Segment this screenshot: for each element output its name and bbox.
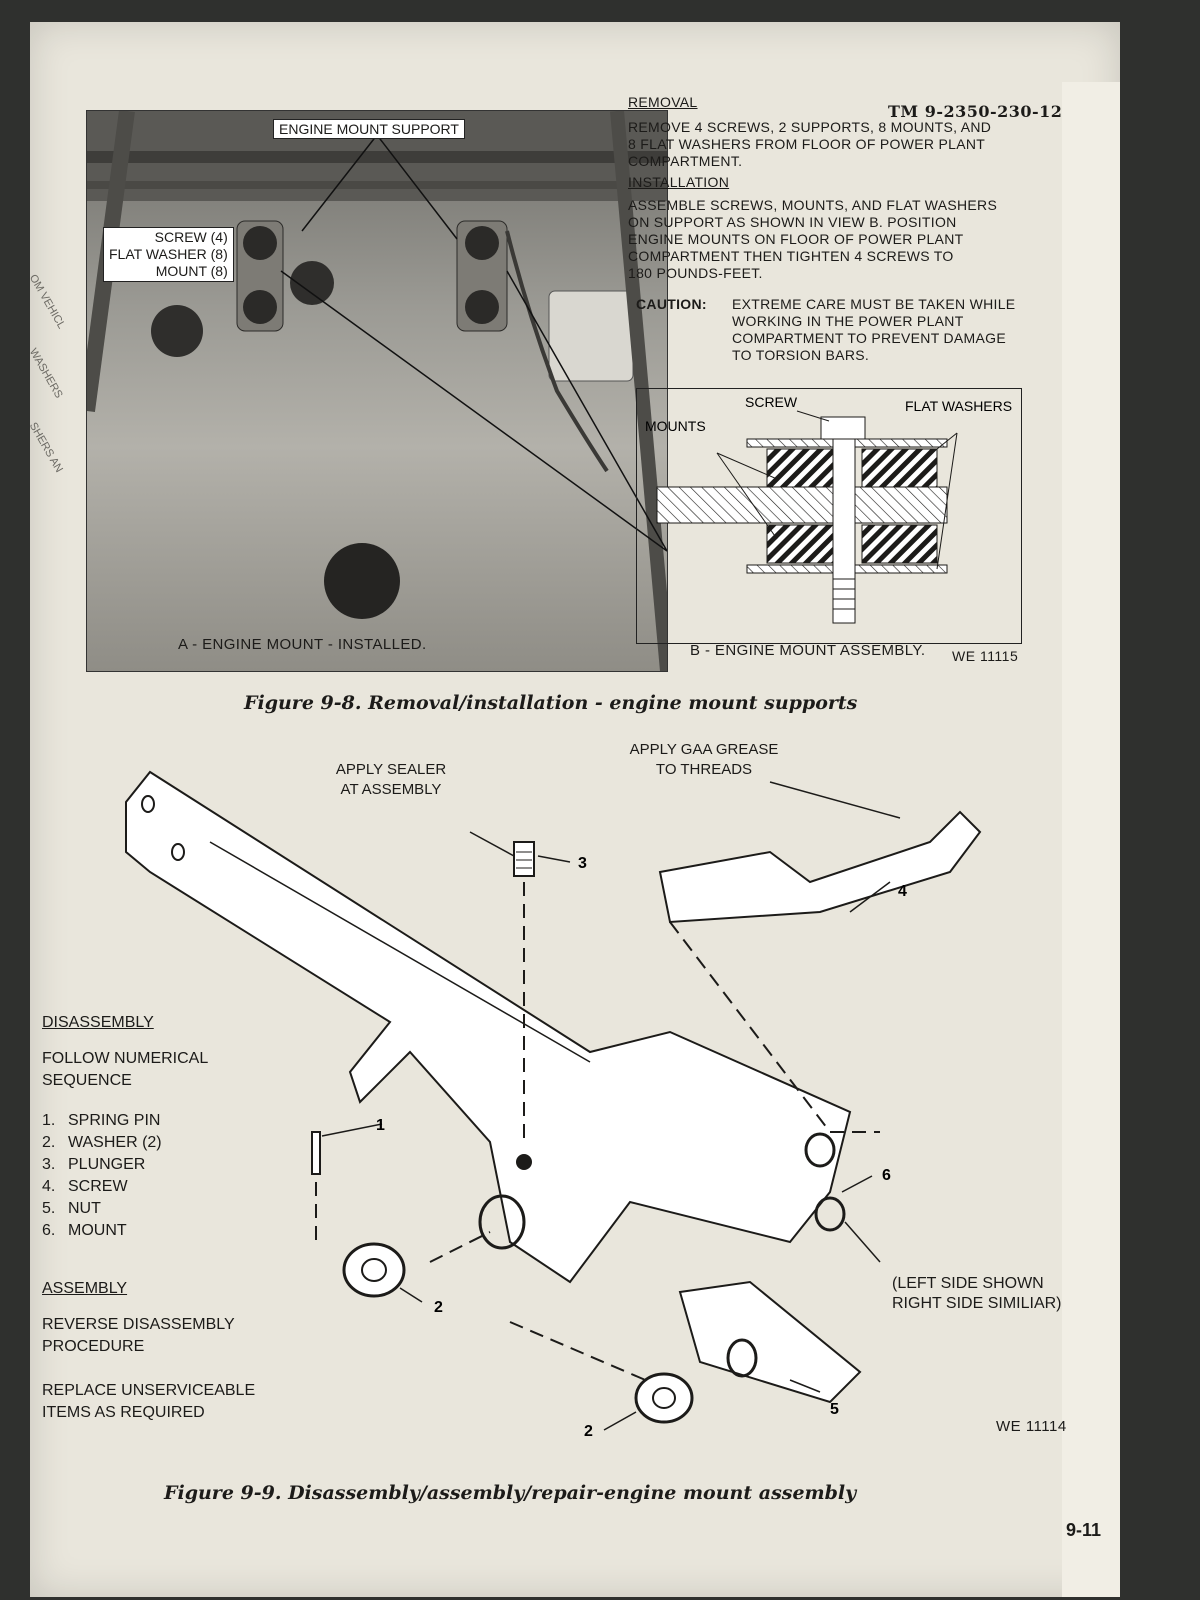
- photo-scene: [87, 111, 667, 671]
- callout-apply-sealer: APPLY SEALER AT ASSEMBLY: [335, 761, 447, 798]
- view-b-frame: SCREW FLAT WASHERS MOUNTS: [636, 388, 1022, 644]
- engine-mount-photo: ENGINE MOUNT SUPPORT SCREW (4) FLAT WASH…: [86, 110, 668, 672]
- figure-9-9-caption: Figure 9-9. Disassembly/assembly/repair-…: [164, 1482, 857, 1504]
- part-number-6: 6: [882, 1167, 891, 1184]
- label-parts-stack: SCREW (4) FLAT WASHER (8) MOUNT (8): [103, 227, 234, 282]
- caution-text: EXTREME CARE MUST BE TAKEN WHILE WORKING…: [732, 296, 1016, 363]
- list-item: 3.PLUNGER: [42, 1156, 146, 1173]
- manual-page: OM VEHICL WASHERS SHERS AN TM 9-2350-230…: [30, 22, 1120, 1597]
- part-number-2b: 2: [584, 1423, 593, 1440]
- bleed-through-text: OM VEHICL WASHERS SHERS AN: [30, 272, 68, 475]
- callout-apply-grease: APPLY GAA GREASE TO THREADS: [629, 741, 779, 778]
- caution-label: CAUTION:: [636, 296, 707, 312]
- label-flat-washer: FLAT WASHER (8): [109, 246, 228, 262]
- figure-9-8-caption: Figure 9-8. Removal/installation - engin…: [244, 692, 858, 714]
- disassembly-intro: FOLLOW NUMERICAL SEQUENCE: [42, 1050, 209, 1089]
- label-mount: MOUNT (8): [155, 263, 228, 279]
- label-screw: SCREW (4): [154, 229, 228, 245]
- part-number-5: 5: [830, 1401, 839, 1418]
- part-number-1: 1: [376, 1117, 385, 1134]
- part-number-4: 4: [898, 883, 907, 900]
- list-item: 2.WASHER (2): [42, 1134, 162, 1151]
- we-code-9-9: WE 11114: [996, 1418, 1067, 1435]
- removal-text: REMOVE 4 SCREWS, 2 SUPPORTS, 8 MOUNTS, A…: [628, 119, 992, 169]
- view-b-mounts-label: MOUNTS: [645, 418, 706, 434]
- view-b-screw-label: SCREW: [745, 394, 798, 410]
- replace-text: REPLACE UNSERVICEABLE ITEMS AS REQUIRED: [42, 1382, 256, 1421]
- installation-text: ASSEMBLE SCREWS, MOUNTS, AND FLAT WASHER…: [628, 197, 998, 281]
- view-b-diagram: SCREW FLAT WASHERS MOUNTS: [645, 394, 1012, 624]
- parts-list: 1.SPRING PIN 2.WASHER (2) 3.PLUNGER 4.SC…: [42, 1110, 262, 1242]
- page-stack-edge: [1062, 82, 1120, 1597]
- list-item: 6.MOUNT: [42, 1222, 127, 1239]
- caution-block: CAUTION: EXTREME CARE MUST BE TAKEN WHIL…: [628, 296, 1048, 364]
- removal-heading: REMOVAL: [628, 94, 698, 110]
- label-engine-mount-support: ENGINE MOUNT SUPPORT: [273, 119, 465, 139]
- list-item: 1.SPRING PIN: [42, 1112, 161, 1129]
- assembly-text: REVERSE DISASSEMBLY PROCEDURE: [42, 1316, 235, 1355]
- removal-installation-text: REMOVAL REMOVE 4 SCREWS, 2 SUPPORTS, 8 M…: [628, 94, 1048, 364]
- view-b-flat-washers-label: FLAT WASHERS: [905, 398, 1012, 414]
- disassembly-section: DISASSEMBLY FOLLOW NUMERICAL SEQUENCE 1.…: [42, 1012, 262, 1424]
- part-number-2a: 2: [434, 1299, 443, 1316]
- installation-heading: INSTALLATION: [628, 174, 730, 190]
- caption-view-a: A - ENGINE MOUNT - INSTALLED.: [178, 636, 427, 653]
- part-number-3: 3: [578, 855, 587, 872]
- disassembly-heading: DISASSEMBLY: [42, 1014, 154, 1031]
- tm-number: TM 9-2350-230-12: [888, 102, 1063, 121]
- caption-view-b: B - ENGINE MOUNT ASSEMBLY.: [690, 642, 926, 659]
- list-item: 5.NUT: [42, 1200, 101, 1217]
- exploded-view-diagram: 1 2 2 3 4 5 6: [125, 770, 982, 1440]
- we-code-9-8: WE 11115: [952, 648, 1019, 664]
- callout-left-side-shown: (LEFT SIDE SHOWN RIGHT SIDE SIMILIAR): [892, 1275, 1062, 1312]
- list-item: 4.SCREW: [42, 1178, 128, 1195]
- page-number: 9-11: [1066, 1520, 1102, 1540]
- assembly-heading: ASSEMBLY: [42, 1280, 128, 1297]
